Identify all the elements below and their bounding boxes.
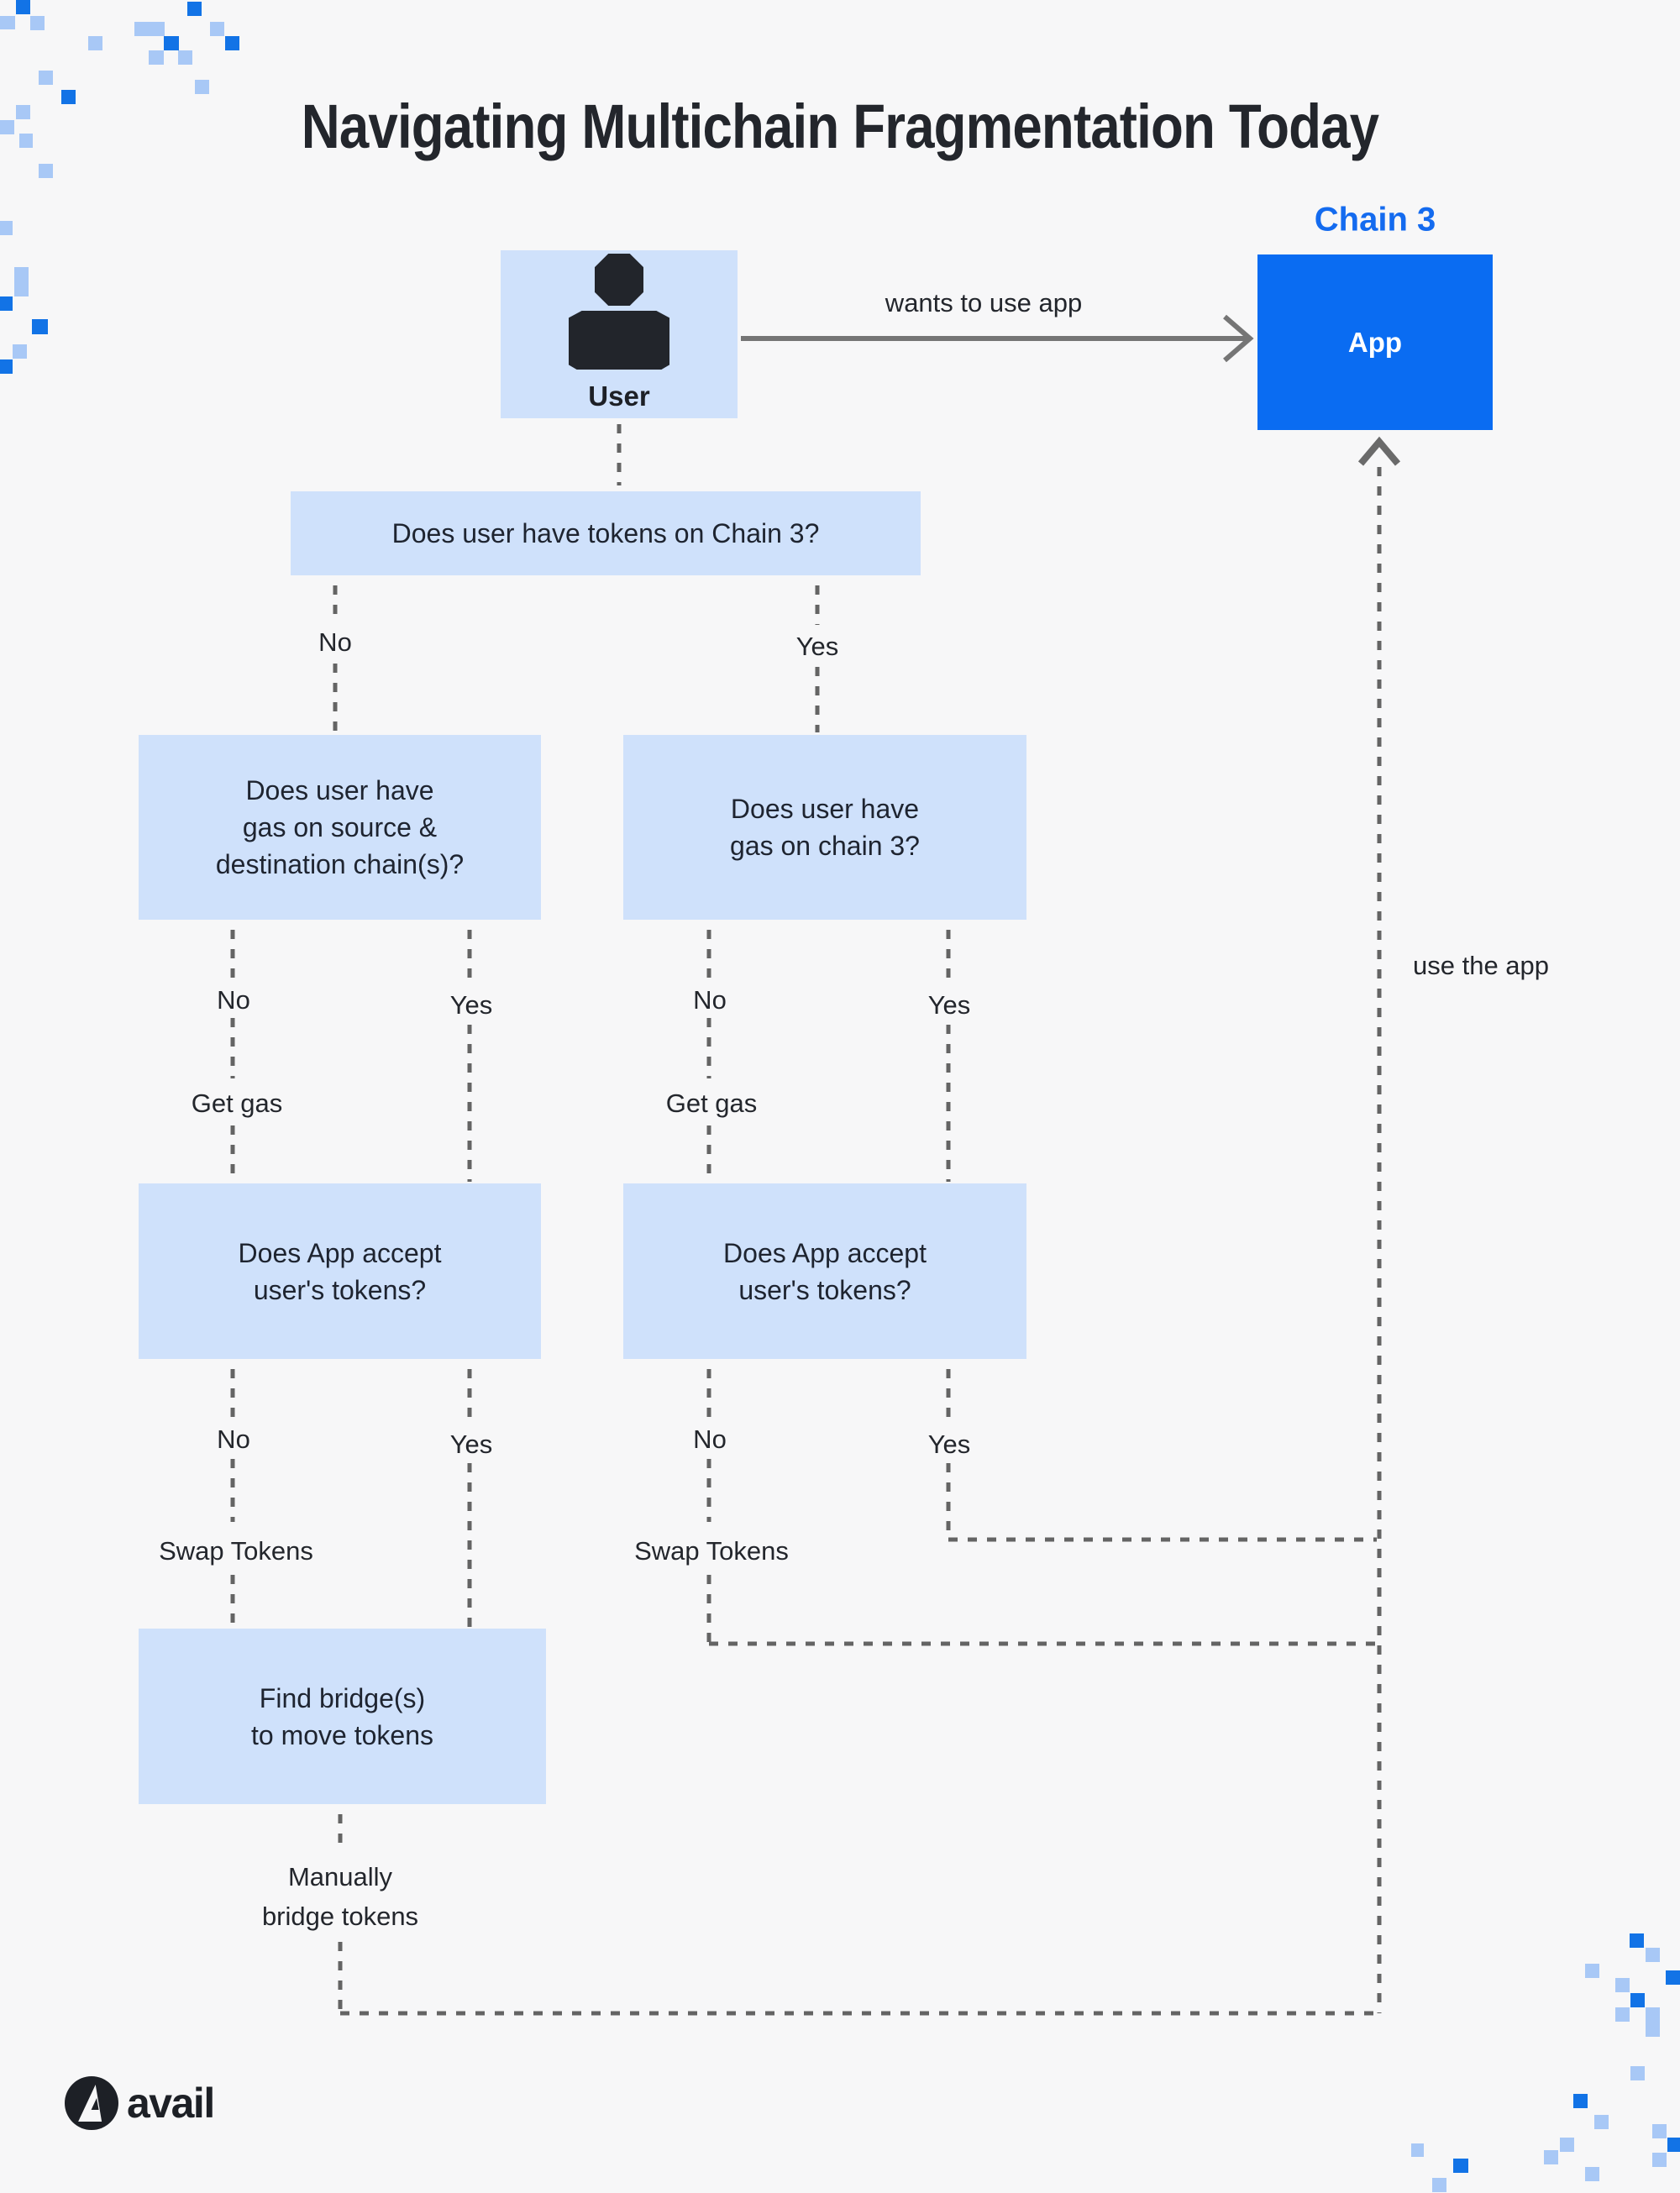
decision-text-line: destination chain(s)? [215,849,465,879]
pixel-decoration [187,2,202,16]
pixel-decoration [0,296,13,311]
node-user: User [501,250,738,418]
pixel-decoration [1544,2150,1558,2164]
pixel-decoration [13,344,27,359]
action-label-swap-tokens: Swap Tokens [159,1536,313,1566]
pixel-decoration [149,50,164,65]
node-find-bridges: Find bridge(s) to move tokens [139,1629,546,1804]
pixel-decoration [1585,2167,1599,2181]
pixel-decoration [1560,2138,1574,2152]
decision-app-accept-right: Does App accept user's tokens? [623,1183,1026,1359]
branch-label-yes: Yes [927,1430,971,1459]
pixel-decoration [1652,2124,1667,2138]
decision-text-line: Does user have [245,775,434,805]
pixel-decoration [0,221,13,235]
node-text-line: Find bridge(s) [259,1682,426,1713]
pixel-decoration [1573,2094,1588,2108]
action-label-swap-tokens: Swap Tokens [634,1536,789,1566]
pixel-decoration [1411,2143,1424,2157]
node-user-label: User [588,380,650,412]
user-icon [569,254,669,370]
pixel-decoration [1432,2178,1446,2192]
decision-text-line: gas on chain 3? [730,831,920,861]
pixel-decoration [1646,1948,1660,1962]
pixel-decoration [210,22,224,36]
branch-label-yes: Yes [927,990,971,1020]
pixel-decoration [1666,1970,1680,1985]
decision-gas-source-destination: Does user have gas on source & destinati… [139,735,541,920]
page-title: Navigating Multichain Fragmentation Toda… [301,92,1379,161]
edge-label-use-the-app: use the app [1413,951,1550,980]
pixel-decoration [164,36,179,50]
pixel-decoration [19,134,33,148]
pixel-decoration [1615,1978,1630,1992]
pixel-decoration [88,36,102,50]
pixel-decoration [16,0,30,14]
decision-text-line: user's tokens? [738,1274,911,1305]
pixel-decoration [16,105,30,119]
node-app: App [1257,254,1493,430]
branch-label-no: No [318,627,352,657]
decision-gas-chain3: Does user have gas on chain 3? [623,735,1026,920]
decision-text-line: Does App accept [238,1237,442,1268]
branch-label-no: No [693,985,727,1015]
pixel-decoration [0,16,15,29]
decision-text: Does user have tokens on Chain 3? [391,518,820,548]
branch-label-no: No [217,1424,250,1454]
branch-label-no: No [693,1424,727,1454]
pixel-decoration [61,90,76,104]
pixel-decoration [1667,2138,1680,2152]
action-label-get-gas: Get gas [665,1089,758,1118]
branch-label-yes: Yes [795,632,839,661]
pixel-decoration [1585,1964,1599,1978]
pixel-decoration [39,164,53,178]
pixel-decoration [0,120,14,134]
avail-wordmark: avail [127,2080,215,2127]
pixel-decoration [32,319,48,334]
pixel-decoration [1630,2066,1645,2080]
action-label-manually-bridge: Manually bridge tokens [261,1862,419,1931]
pixel-decoration [1630,1933,1644,1948]
avail-logo: avail [63,2075,215,2132]
chain3-label: Chain 3 [1314,201,1436,239]
pixel-decoration [1630,1993,1645,2007]
avail-logo-mark-icon [65,2076,118,2130]
pixel-decoration [0,359,13,374]
node-text-line: to move tokens [251,1719,433,1750]
pixel-decoration [134,22,165,36]
pixel-decoration [195,80,209,94]
pixel-decoration [30,16,45,30]
decision-text-line: Does App accept [723,1237,927,1268]
branch-label-yes: Yes [449,990,493,1020]
branch-label-yes: Yes [449,1430,493,1459]
decision-tokens-on-chain3: Does user have tokens on Chain 3? [291,491,921,575]
arrowhead-right-icon [1223,314,1254,363]
pixel-decoration [39,71,53,85]
node-app-label: App [1347,326,1403,358]
decision-text-line: gas on source & [242,812,438,842]
pixel-decoration [178,50,192,65]
pixel-decoration [14,267,29,296]
pixel-decoration [1453,2159,1468,2173]
pixel-decoration [1652,2153,1667,2167]
branch-label-no: No [217,985,250,1015]
pixel-decoration [1594,2115,1609,2129]
pixel-decoration [1646,2007,1660,2037]
action-label-get-gas: Get gas [191,1089,283,1118]
decision-text-line: Does user have [730,794,920,824]
edge-label-wants-to-use-app: wants to use app [885,288,1083,317]
arrowhead-up-icon [1357,436,1401,466]
decision-text-line: user's tokens? [253,1274,427,1305]
pixel-decoration [1615,2007,1630,2022]
pixel-decoration [225,36,239,50]
decision-app-accept-left: Does App accept user's tokens? [139,1183,541,1359]
